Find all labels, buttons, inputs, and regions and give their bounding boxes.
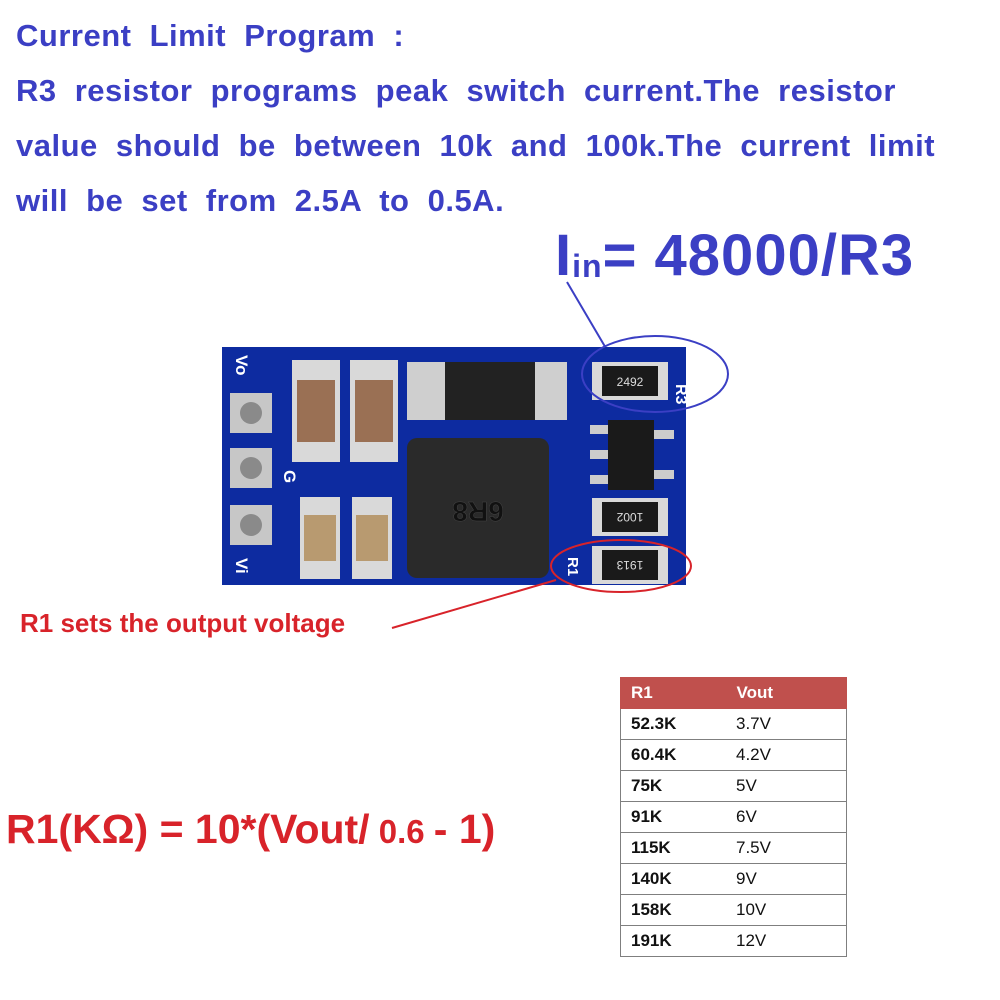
r1-marking: 1913 [616,558,643,572]
cell-vout: 10V [726,894,847,926]
cell-vout: 9V [726,863,847,895]
cell-vout: 7.5V [726,832,847,864]
r3-pointer-line [566,281,608,351]
current-subscript: in [572,248,603,284]
cell-vout: 3.7V [726,708,847,740]
r3-marking: 2492 [617,375,644,389]
r1-formula-divisor: 0.6 [369,813,434,850]
r1-label: R1 [564,557,581,576]
cell-r1: 158K [620,894,726,926]
cell-r1: 60.4K [620,739,726,771]
table-header-row: R1 Vout [620,677,847,709]
r3-highlight-ellipse [581,335,729,413]
cell-r1: 75K [620,770,726,802]
r1-formula: R1(KΩ) = 10*(Vout/ 0.6 - 1) [6,806,495,853]
pin-label-vi: Vi [232,558,251,574]
cell-vout: 12V [726,925,847,957]
inductor-marking: 6R8 [452,496,503,527]
pin-pads [230,393,272,545]
inductor [407,438,549,578]
cell-r1: 140K [620,863,726,895]
heading-line-3: value should be between 10k and 100k.The… [16,128,936,163]
r1-pointer-line [391,579,557,629]
header-r1: R1 [620,677,727,709]
cell-r1: 191K [620,925,726,957]
pin-label-g: G [280,470,299,483]
current-expression: = 48000/R3 [602,223,915,288]
current-limit-formula: Iin= 48000/R3 [555,222,914,289]
cell-r1: 91K [620,801,726,833]
cell-vout: 6V [726,801,847,833]
cell-r1: 115K [620,832,726,864]
capacitors-bottom [300,497,392,579]
pin-label-vo: Vo [232,355,251,375]
heading-line-4: will be set from 2.5A to 0.5A. [16,183,505,218]
header-vout: Vout [725,677,847,709]
capacitors-top [292,360,398,462]
cell-vout: 4.2V [726,739,847,771]
r3-label: R3 [672,384,689,405]
current-symbol: I [555,223,573,288]
cell-vout: 5V [726,770,847,802]
regulator-ic [590,420,674,490]
heading-line-1: Current Limit Program : [16,18,405,53]
cell-r1: 52.3K [620,708,726,740]
r1-formula-right: - 1) [433,806,496,852]
heading-line-2: R3 resistor programs peak switch current… [16,73,896,108]
feedback-resistor-marking: 1002 [616,510,643,524]
diode-body [445,362,535,420]
r1-highlight-ellipse [550,539,692,593]
r1-caption: R1 sets the output voltage [20,608,346,638]
r1-formula-left: R1(KΩ) = 10*(Vout/ [6,806,370,852]
